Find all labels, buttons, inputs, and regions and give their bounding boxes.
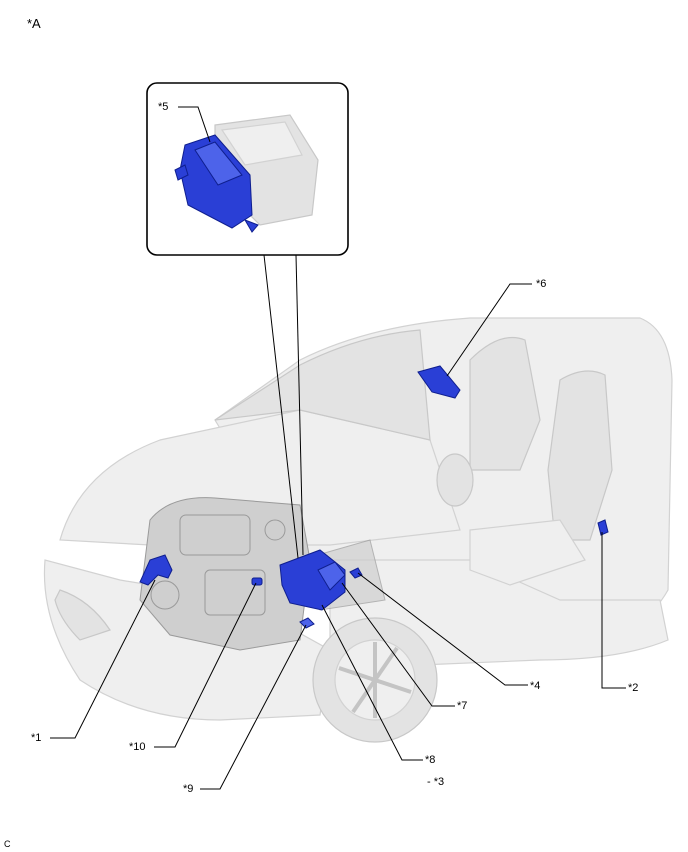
component-2 [597,519,609,536]
callout-9: *9 [183,783,194,795]
callout-3: - *3 [427,776,445,788]
callout-10: *10 [129,741,146,753]
component-9 [299,617,315,629]
callout-6: *6 [536,278,547,290]
callout-2: *2 [628,682,639,694]
vehicle-body [43,317,673,743]
component-1 [139,554,173,586]
figure-label: *A [27,16,41,31]
callout-4: *4 [530,680,541,692]
callout-1: *1 [31,732,42,744]
leader-lines [50,106,626,790]
detail-inset [146,82,349,256]
component-10 [251,577,263,586]
component-4 [349,567,363,579]
component-6 [417,365,461,399]
component-ecu-main [279,549,346,611]
engine-assembly [139,497,386,651]
corner-code: C [4,839,11,849]
callout-5: *5 [158,101,169,113]
callout-8: *8 [425,754,436,766]
callout-7: *7 [457,700,468,712]
